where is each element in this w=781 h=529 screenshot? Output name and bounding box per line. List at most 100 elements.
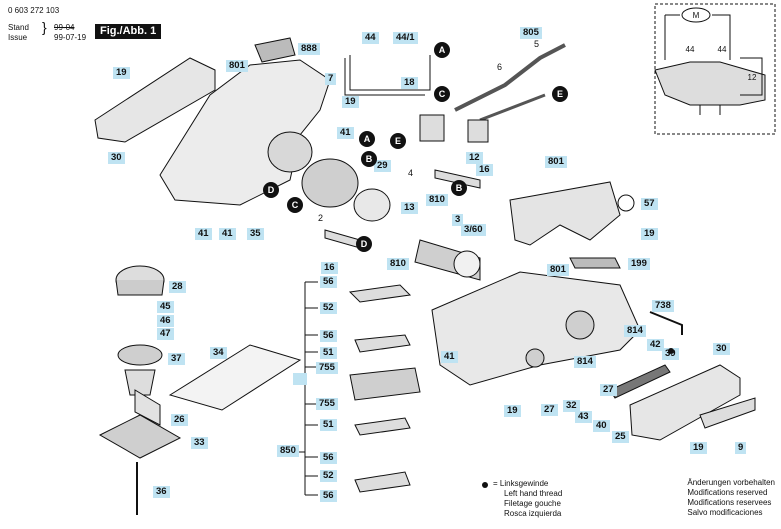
wiring-schematic — [654, 3, 776, 135]
left-hand-thread-dot — [482, 480, 488, 490]
base-shoe-shape — [98, 414, 182, 459]
part-label-51: 51 — [320, 419, 337, 431]
connector-a: A — [359, 131, 375, 147]
part-label-44: 44 — [362, 32, 379, 44]
modifications-line-en: Modifications reserved — [687, 488, 768, 497]
part-label-32: 32 — [563, 400, 580, 412]
label-888-shape — [254, 37, 296, 63]
part-label-850: 850 — [277, 445, 299, 457]
part-label-44-1: 44/1 — [393, 32, 418, 44]
legend-line-en: Left hand thread — [504, 489, 563, 498]
part-label-19: 19 — [641, 228, 658, 240]
connector-c: C — [434, 86, 450, 102]
part-label-13: 13 — [401, 202, 418, 214]
part-label-814: 814 — [574, 356, 596, 368]
issue-date: 99-07-19 — [54, 33, 87, 42]
modifications-line-de: Änderungen vorbehalten — [687, 478, 775, 487]
belt-cover-shape — [629, 364, 741, 441]
part-label-29: 29 — [374, 160, 391, 172]
part-label-801: 801 — [226, 60, 248, 72]
modifications-notice: Änderungen vorbehalten Modifications res… — [687, 478, 775, 518]
part-label-52: 52 — [320, 470, 337, 482]
part-label-42: 42 — [647, 339, 664, 351]
part-label-27: 27 — [541, 404, 558, 416]
connector-d: D — [263, 182, 279, 198]
part-label-41: 41 — [441, 351, 458, 363]
part-label-30: 30 — [713, 343, 730, 355]
part-label-2: 2 — [318, 213, 324, 223]
part-label-56: 56 — [320, 490, 337, 502]
part-label-36: 36 — [153, 486, 170, 498]
connector-e: E — [390, 133, 406, 149]
part-label-46: 46 — [157, 315, 174, 327]
bracket-44-shape — [349, 55, 431, 91]
part-label-810: 810 — [426, 194, 448, 206]
modifications-line-fr: Modifications reservees — [687, 498, 772, 507]
modifications-line-es: Salvo modificaciones — [687, 508, 763, 517]
part-label-805: 805 — [520, 27, 542, 39]
part-label-52: 52 — [320, 302, 337, 314]
part-label-30: 30 — [108, 152, 125, 164]
part-label-56: 56 — [320, 330, 337, 342]
part-label-3: 3 — [452, 214, 464, 226]
part-label-41: 41 — [219, 228, 236, 240]
legend-line-fr: Filetage gouche — [504, 499, 561, 508]
part-label-199: 199 — [628, 258, 650, 270]
brace: } — [42, 19, 47, 35]
figure-label: Fig./Abb. 1 — [95, 24, 162, 39]
part-label-755: 755 — [316, 398, 338, 410]
part-label-7: 7 — [325, 73, 337, 85]
part-label-37: 37 — [168, 353, 185, 365]
part-label-43: 43 — [575, 411, 592, 423]
motor-label: M — [693, 11, 700, 20]
part-label-40: 40 — [593, 420, 610, 432]
connector-e: E — [552, 86, 568, 102]
connector-d: D — [356, 236, 372, 252]
grip-30-shape — [94, 57, 216, 143]
schematic-wire-right: 44 — [718, 45, 727, 54]
part-label-755: 755 — [316, 362, 338, 374]
issue-label: Issue — [8, 33, 28, 42]
handle-801-shape — [509, 181, 621, 246]
part-label-9: 9 — [735, 442, 747, 454]
part-label-888: 888 — [298, 43, 320, 55]
part-label-56: 56 — [320, 276, 337, 288]
part-label-35: 35 — [247, 228, 264, 240]
part-label-3-60: 3/60 — [461, 224, 486, 236]
part-label-28: 28 — [169, 281, 186, 293]
part-label-4: 4 — [408, 168, 414, 178]
part-label-26: 26 — [171, 414, 188, 426]
part-label-41: 41 — [195, 228, 212, 240]
part-label-814: 814 — [624, 325, 646, 337]
legend-line-es: Rosca izquierda — [504, 509, 562, 518]
legend-line-de: = Linksgewinde — [493, 479, 549, 488]
part-label-738: 738 — [652, 300, 674, 312]
part-label-18: 18 — [401, 77, 418, 89]
schematic-wire-left: 44 — [686, 45, 695, 54]
doc-number: 0 603 272 103 — [8, 6, 60, 15]
left-hand-thread-marker — [668, 346, 674, 356]
part-label-45: 45 — [157, 301, 174, 313]
part-label-25: 25 — [612, 431, 629, 443]
part-label-47: 47 — [157, 328, 174, 340]
part-label-16: 16 — [476, 164, 493, 176]
part-label-27: 27 — [600, 384, 617, 396]
plate-34-shape — [168, 344, 302, 411]
part-label-19: 19 — [504, 405, 521, 417]
part-label-6: 6 — [497, 62, 503, 72]
stand-date: 99-04 — [54, 23, 75, 32]
connector-b: B — [361, 151, 377, 167]
part-label-41: 41 — [337, 127, 354, 139]
part-label-810: 810 — [387, 258, 409, 270]
part-label-33: 33 — [191, 437, 208, 449]
part-label-19: 19 — [113, 67, 130, 79]
part-label-801: 801 — [547, 264, 569, 276]
stator-shape — [301, 158, 359, 208]
part-label-51: 51 — [320, 347, 337, 359]
schematic-switch-label: 12 — [748, 73, 757, 82]
part-label-801: 801 — [545, 156, 567, 168]
part-label-16: 16 — [321, 262, 338, 274]
part-label-56: 56 — [320, 452, 337, 464]
